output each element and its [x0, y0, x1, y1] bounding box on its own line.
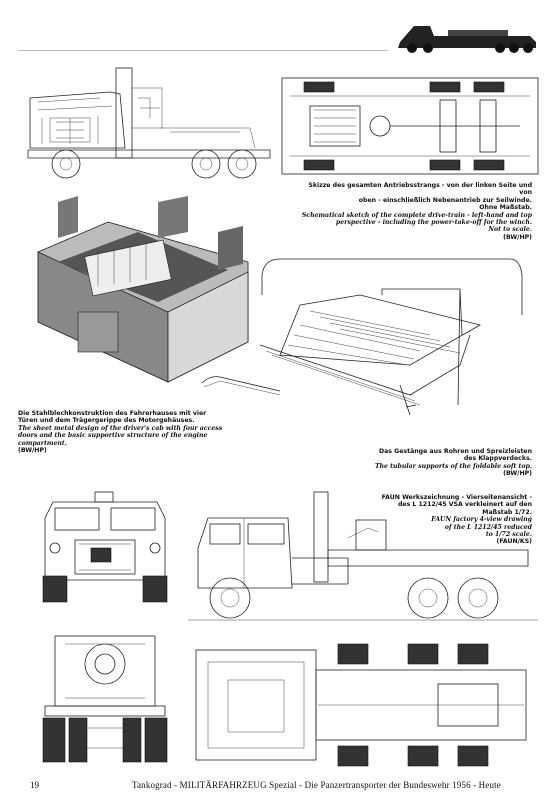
softtop-frame-drawing	[201, 258, 523, 416]
faun-caption-de-1: FAUN Werkszeichnung - Vierseitenansicht …	[381, 494, 532, 501]
drivetrain-caption-credit: (BW/HP)	[503, 233, 532, 241]
faun-caption-de-3: Maßstab 1/72.	[482, 508, 532, 516]
front-view-drawing	[42, 491, 168, 603]
drivetrain-side-drawing	[27, 67, 271, 179]
cab-caption-de-2: Türen und dem Trägergerippe des Motorgeh…	[18, 417, 195, 425]
footer-title: Tankograd - MILITÄRFAHRZEUG Spezial - Di…	[132, 780, 501, 790]
page-number: 19	[30, 780, 39, 790]
drivetrain-caption-de-1: Skizze des gesamten Antriebsstrangs - vo…	[308, 182, 532, 197]
drivetrain-caption-en-3: Not to scale.	[488, 226, 532, 234]
drivetrain-top-drawing	[281, 77, 539, 175]
faun-caption-credit: (FAUN/KS)	[496, 538, 532, 546]
faun-caption-en-1: FAUN factory 4-view drawing	[431, 516, 532, 524]
drivetrain-caption-de-2: oben - einschließlich Nebenantrieb zur S…	[358, 196, 532, 204]
softtop-caption-en-1: The tubular supports of the foldable sof…	[374, 462, 532, 470]
top-view-drawing	[195, 643, 527, 767]
drivetrain-caption-en-2: perspective - including the power-take-o…	[335, 219, 532, 227]
drivetrain-caption: Skizze des gesamten Antriebsstrangs - vo…	[300, 182, 532, 241]
cab-caption-credit: (BW/HP)	[18, 447, 47, 455]
cab-caption-en-2: doors and the basic supportive structure…	[18, 432, 208, 440]
rear-view-drawing	[42, 635, 168, 763]
faun-caption-en-3: to 1/72 scale.	[485, 531, 532, 539]
faun-caption: FAUN Werkszeichnung - Vierseitenansicht …	[340, 494, 532, 546]
softtop-caption-de-2: des Klappverdecks.	[463, 455, 532, 463]
faun-caption-en-2: of the L 1212/45 reduced	[444, 523, 532, 531]
header-rule	[18, 50, 388, 51]
cab-caption-en-3: compartment.	[18, 439, 67, 447]
faun-caption-de-2: des L 1212/45 VSA verkleinert auf den	[397, 501, 532, 509]
softtop-caption-credit: (BW/HP)	[503, 470, 532, 478]
side-view-drawing	[188, 491, 538, 621]
header-truck-thumbnail	[390, 14, 540, 54]
softtop-caption: Das Gestänge aus Rohren und Spreizleiste…	[300, 448, 532, 478]
cab-structure-drawing	[37, 196, 249, 383]
drivetrain-caption-en-1: Schematical sketch of the complete drive…	[301, 211, 532, 219]
drivetrain-caption-de-3: Ohne Maßstab.	[479, 204, 532, 212]
softtop-caption-de-1: Das Gestänge aus Rohren und Spreizleiste…	[379, 448, 532, 455]
cab-caption-de-1: Die Stahlblechkonstruktion des Fahrerhau…	[18, 410, 207, 417]
cab-caption-en-1: The sheet metal design of the driver's c…	[18, 424, 223, 432]
cab-caption: Die Stahlblechkonstruktion des Fahrerhau…	[18, 410, 258, 454]
